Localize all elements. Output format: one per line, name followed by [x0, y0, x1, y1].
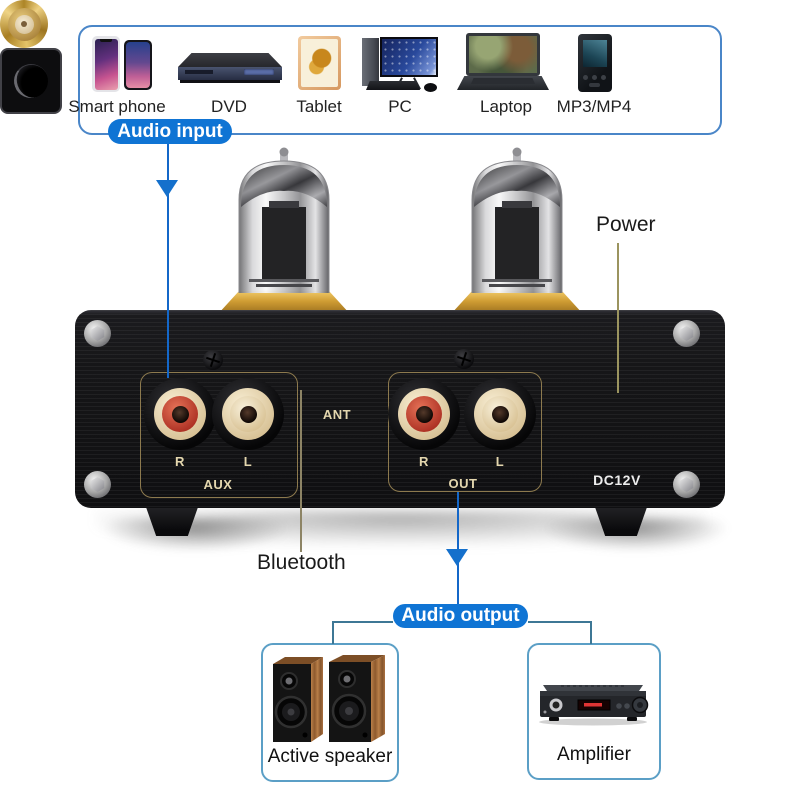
- aux-r-label: R: [175, 454, 185, 469]
- device-label-dvd: DVD: [211, 97, 247, 116]
- aux-l-label: L: [243, 454, 253, 469]
- rca-jack-aux-left: [212, 378, 284, 450]
- vacuum-tube-right: [451, 147, 583, 314]
- out-l-label: L: [495, 454, 505, 469]
- connector-line: [332, 621, 334, 644]
- connector-line: [332, 621, 393, 623]
- input-connector-line: [167, 143, 169, 378]
- corner-bolt: [84, 471, 111, 498]
- bluetooth-callout-label: Bluetooth: [257, 551, 346, 574]
- device-label-smart-phone: Smart phone: [68, 97, 166, 116]
- power-callout-line: [617, 243, 619, 393]
- laptop-icon: [466, 33, 540, 76]
- vacuum-tube-left: [218, 147, 350, 314]
- rca-jack-aux-right: [144, 378, 216, 450]
- audio-output-badge: Audio output: [393, 604, 528, 628]
- rca-jack-out-right: [388, 378, 460, 450]
- audio-input-badge: Audio input: [108, 119, 232, 144]
- tablet-icon: [298, 36, 341, 90]
- amplifier-icon: [539, 685, 649, 726]
- device-label-tablet: Tablet: [296, 97, 342, 116]
- panel-screw: [454, 349, 474, 369]
- device-label-amplifier: Amplifier: [557, 744, 631, 765]
- rubber-foot-right: [594, 506, 648, 536]
- device-label-active-speaker: Active speaker: [267, 746, 393, 767]
- out-group: [388, 372, 542, 492]
- dc-voltage-label: DC12V: [593, 472, 641, 488]
- smartphone-icon: [92, 36, 120, 92]
- corner-bolt: [673, 320, 700, 347]
- output-connector-line: [457, 492, 459, 604]
- device-label-mp3: MP3/MP4: [556, 97, 632, 116]
- device-label-pc: PC: [388, 97, 412, 116]
- input-devices-box: [78, 25, 722, 135]
- aux-group-label: AUX: [203, 477, 233, 492]
- out-group-label: OUT: [448, 476, 478, 491]
- connector-line: [528, 621, 592, 623]
- dvd-player-icon: [178, 53, 282, 67]
- bluetooth-callout-line: [300, 390, 302, 552]
- arrow-down-icon: [446, 549, 468, 566]
- rca-jack-out-left: [464, 378, 536, 450]
- corner-bolt: [84, 320, 111, 347]
- smartphone-icon-2: [124, 40, 152, 90]
- amplifier-box: Amplifier: [527, 643, 661, 780]
- active-speaker-icon: [273, 655, 385, 742]
- aux-input-group: [140, 372, 298, 498]
- antenna-label: ANT: [322, 407, 352, 422]
- corner-bolt: [673, 471, 700, 498]
- device-label-laptop: Laptop: [480, 97, 532, 116]
- antenna-connector: [0, 0, 48, 48]
- mp3-player-icon: [578, 34, 612, 92]
- out-r-label: R: [419, 454, 429, 469]
- arrow-down-icon: [156, 180, 178, 197]
- active-speaker-box: Active speaker: [261, 643, 399, 782]
- dc-power-jack: [0, 48, 62, 114]
- pc-icon: [362, 38, 379, 86]
- panel-screw: [203, 350, 223, 370]
- power-callout-label: Power: [596, 213, 656, 236]
- connector-line: [590, 621, 592, 644]
